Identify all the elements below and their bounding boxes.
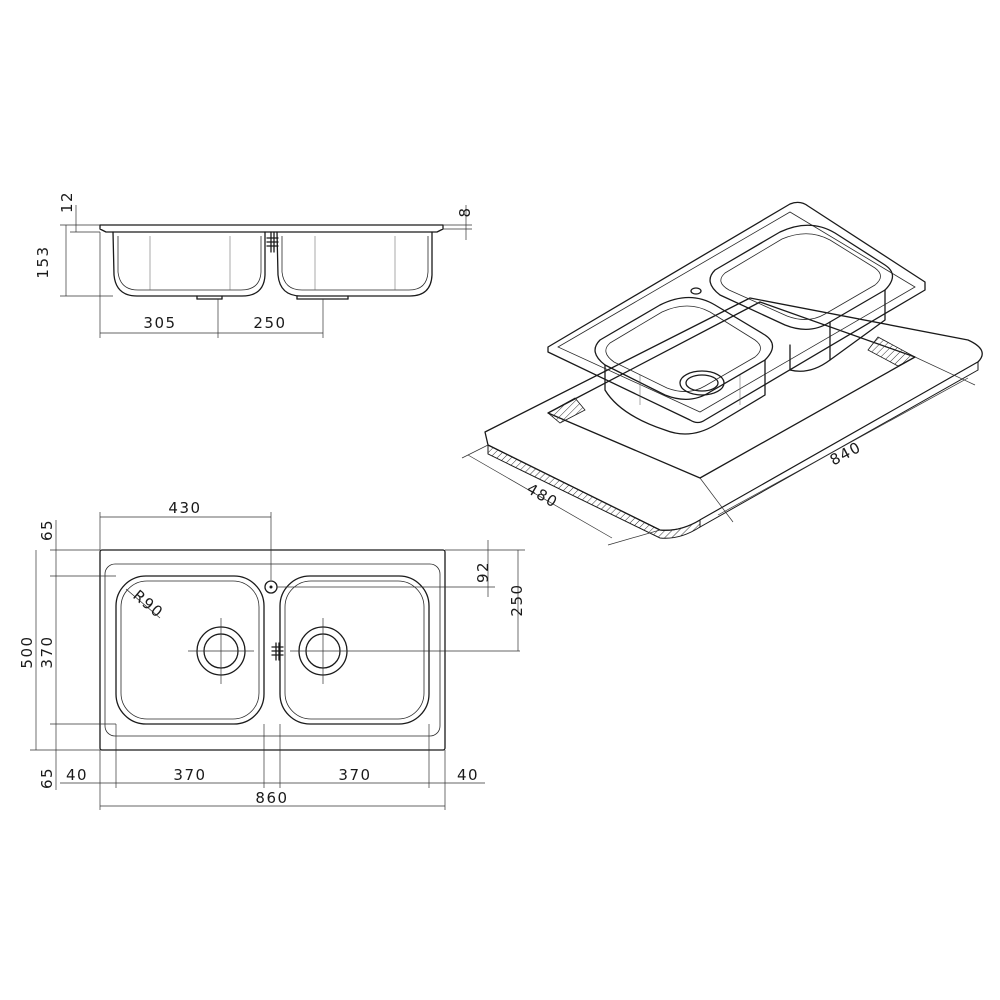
side-flange [99, 224, 444, 233]
plan-outer-rim [99, 549, 446, 751]
dim-right-vertical: 92 250 [277, 540, 526, 651]
dim-305-label: 305 [143, 314, 176, 332]
dim-480: 480 [461, 444, 661, 546]
radius-label: R90 [129, 586, 167, 622]
side-bowl-right [276, 231, 433, 297]
iso-sink [547, 201, 926, 435]
dim-500-label: 500 [18, 635, 36, 668]
plan-bowl-right [279, 575, 430, 725]
plan-bowl-left [115, 575, 265, 725]
dim-860-label: 860 [255, 789, 288, 807]
dim-153: 153 [34, 224, 113, 297]
dim-250-label: 250 [508, 583, 526, 616]
dim-370-right-label: 370 [338, 766, 371, 784]
dim-92-label: 92 [474, 561, 492, 583]
iso-view: 840 480 [461, 201, 983, 546]
dim-40-right-label: 40 [457, 766, 479, 784]
countertop [484, 297, 983, 539]
dim-12-label: 12 [58, 191, 76, 213]
dim-370-left-label: 370 [173, 766, 206, 784]
dim-65-bottom-label: 65 [38, 767, 56, 789]
dim-250-label: 250 [253, 314, 286, 332]
dim-left-vertical: 65 500 370 65 [18, 519, 116, 790]
dim-840-label: 840 [827, 438, 865, 469]
plan-overflow-mark [271, 642, 284, 661]
dim-430-label: 430 [168, 499, 201, 517]
side-view: 153 12 8 305 250 [34, 191, 474, 338]
dim-153-label: 153 [34, 245, 52, 278]
dim-370-vertical-label: 370 [38, 635, 56, 668]
dim-430: 430 [99, 499, 272, 580]
dim-40-left-label: 40 [66, 766, 88, 784]
dim-8: 8 [443, 205, 474, 240]
drain-left [188, 618, 254, 684]
overflow-mark [266, 231, 279, 253]
dim-bottom-horizontal: 40 370 370 40 860 [60, 724, 485, 810]
plan-view: R90 430 65 500 370 65 92 [18, 499, 526, 810]
drain-right [290, 618, 520, 684]
tap-hole [264, 580, 278, 594]
dim-12: 12 [58, 191, 100, 233]
dim-65-top-label: 65 [38, 519, 56, 541]
dim-8-label: 8 [456, 206, 474, 217]
dim-305-250: 305 250 [99, 232, 324, 338]
side-bowl-left [112, 231, 266, 297]
